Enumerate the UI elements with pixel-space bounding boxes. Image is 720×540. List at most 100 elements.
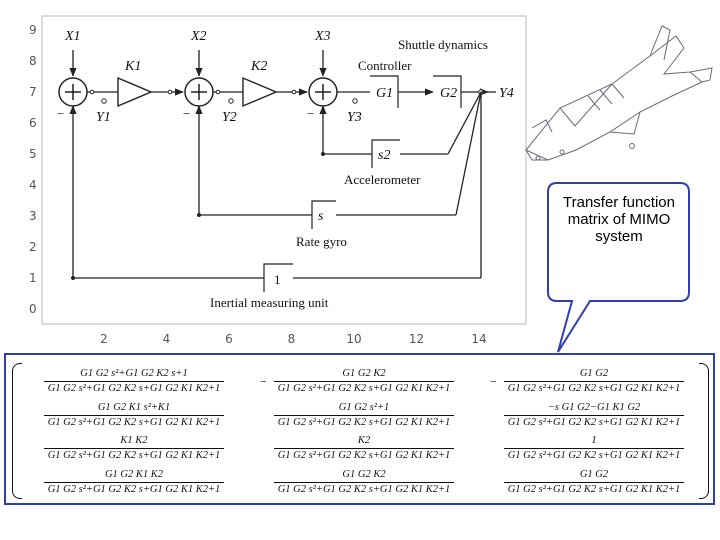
summing-junction-1 bbox=[58, 77, 88, 107]
node-accel bbox=[321, 152, 325, 156]
gain-k2 bbox=[242, 76, 278, 108]
x-axis-ticks: 2 4 6 8 10 12 14 bbox=[100, 332, 486, 346]
gain-k1 bbox=[117, 76, 153, 108]
numerator: G1 G2 bbox=[579, 368, 609, 380]
denominator: G1 G2 s²+G1 G2 K2 s+G1 G2 K1 K2+1 bbox=[273, 481, 455, 496]
x-tick-label: 4 bbox=[163, 332, 171, 346]
y-tick-label: 2 bbox=[29, 240, 37, 254]
label-controller: Controller bbox=[358, 58, 412, 73]
numerator: G1 G2 K2 bbox=[342, 468, 386, 480]
x-tick-label: 6 bbox=[225, 332, 233, 346]
denominator: G1 G2 s²+G1 G2 K2 s+G1 G2 K1 K2+1 bbox=[43, 414, 225, 429]
feedback-return-gyro bbox=[195, 105, 312, 216]
matrix-right-bracket bbox=[699, 363, 709, 499]
numerator: −s G1 G2−G1 K1 G2 bbox=[547, 401, 641, 413]
y-tick-label: 1 bbox=[29, 271, 37, 285]
denominator: G1 G2 s²+G1 G2 K2 s+G1 G2 K1 K2+1 bbox=[43, 381, 225, 395]
denominator: G1 G2 s²+G1 G2 K2 s+G1 G2 K1 K2+1 bbox=[273, 414, 455, 429]
plot-frame bbox=[41, 15, 527, 325]
block-g2 bbox=[433, 75, 462, 108]
y-tick-label: 0 bbox=[29, 302, 37, 316]
denominator: G1 G2 s²+G1 G2 K2 s+G1 G2 K1 K2+1 bbox=[503, 414, 685, 429]
matrix-cell-sign: − bbox=[490, 374, 497, 389]
x-tick-label: 14 bbox=[471, 332, 486, 346]
numerator: G1 G2 s²+1 bbox=[338, 401, 390, 413]
node-gyro bbox=[197, 213, 201, 217]
label-imu: Inertial measuring unit bbox=[210, 295, 329, 310]
y-tick-label: 8 bbox=[29, 54, 37, 68]
summing-junction-3 bbox=[308, 77, 338, 107]
y-tick-label: 4 bbox=[29, 178, 37, 192]
label-imu-block: 1 bbox=[274, 272, 281, 287]
label-y1: Y1 bbox=[96, 110, 111, 125]
numerator: K2 bbox=[357, 435, 371, 447]
label-y2: Y2 bbox=[222, 110, 237, 125]
label-x2: X2 bbox=[190, 29, 207, 44]
label-y4: Y4 bbox=[499, 86, 514, 101]
numerator: G1 G2 K1 s²+K1 bbox=[97, 401, 171, 413]
summing-junction-2 bbox=[184, 77, 214, 107]
block-rate-gyro bbox=[311, 200, 336, 229]
label-g1: G1 bbox=[376, 86, 393, 101]
label-rate-gyro: Rate gyro bbox=[296, 234, 347, 249]
label-shuttle-dynamics: Shuttle dynamics bbox=[398, 37, 488, 52]
denominator: G1 G2 s²+G1 G2 K2 s+G1 G2 K1 K2+1 bbox=[503, 381, 685, 395]
x-tick-label: 2 bbox=[100, 332, 108, 346]
matrix-left-bracket bbox=[12, 363, 22, 499]
denominator: G1 G2 s²+G1 G2 K2 s+G1 G2 K1 K2+1 bbox=[273, 381, 455, 395]
y-tick-label: 3 bbox=[29, 209, 37, 223]
label-y3: Y3 bbox=[347, 110, 362, 125]
numerator: G1 G2 K1 K2 bbox=[104, 468, 164, 480]
space-shuttle-illustration bbox=[525, 25, 713, 161]
matrix-cell-sign: − bbox=[260, 374, 267, 389]
label-accel-block: s2 bbox=[378, 148, 390, 163]
block-g1 bbox=[370, 75, 399, 108]
label-x1: X1 bbox=[64, 29, 81, 44]
feedback-line-gyro bbox=[455, 91, 482, 216]
x-tick-label: 8 bbox=[288, 332, 296, 346]
feedback-line-accel bbox=[447, 91, 482, 155]
denominator: G1 G2 s²+G1 G2 K2 s+G1 G2 K1 K2+1 bbox=[273, 448, 455, 462]
callout-bubble bbox=[547, 182, 690, 353]
y-tick-label: 7 bbox=[29, 85, 37, 99]
node-imu bbox=[71, 276, 75, 280]
denominator: G1 G2 s²+G1 G2 K2 s+G1 G2 K1 K2+1 bbox=[43, 481, 225, 496]
minus-sign-3: − bbox=[307, 106, 314, 121]
label-x3: X3 bbox=[314, 29, 331, 44]
denominator: G1 G2 s²+G1 G2 K2 s+G1 G2 K1 K2+1 bbox=[503, 448, 685, 462]
y-tick-label: 6 bbox=[29, 116, 37, 130]
label-gyro-block: s bbox=[318, 209, 324, 224]
denominator: G1 G2 s²+G1 G2 K2 s+G1 G2 K1 K2+1 bbox=[503, 481, 685, 496]
numerator: G1 G2 K2 bbox=[342, 368, 386, 380]
block-imu bbox=[263, 263, 293, 292]
label-k2: K2 bbox=[250, 59, 267, 74]
x-tick-label: 10 bbox=[346, 332, 361, 346]
numerator: G1 G2 bbox=[579, 468, 609, 480]
x-tick-label: 12 bbox=[409, 332, 424, 346]
label-k1: K1 bbox=[124, 59, 141, 74]
label-accelerometer: Accelerometer bbox=[344, 172, 421, 187]
denominator: G1 G2 s²+G1 G2 K2 s+G1 G2 K1 K2+1 bbox=[43, 448, 225, 462]
